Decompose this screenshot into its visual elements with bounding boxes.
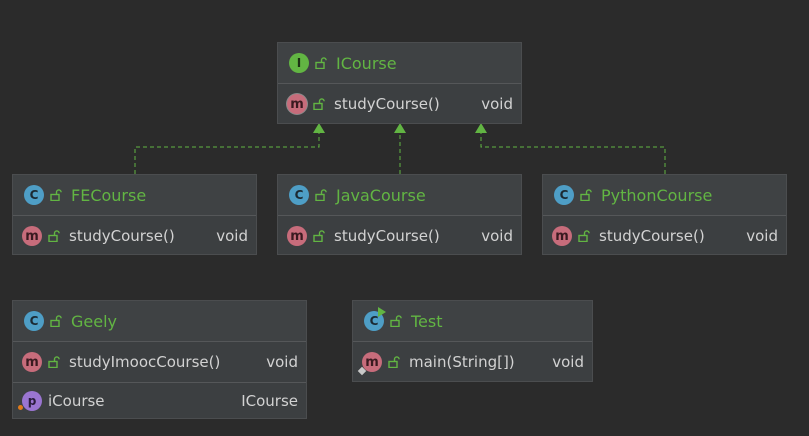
unlocked-lock-icon bbox=[390, 315, 402, 327]
arrowhead-pythoncourse bbox=[475, 123, 487, 133]
unlocked-lock-icon bbox=[315, 189, 327, 201]
field-type: ICourse bbox=[241, 391, 298, 410]
unlocked-lock-icon bbox=[580, 189, 592, 201]
unlocked-lock-icon bbox=[50, 315, 62, 327]
method-letter: m bbox=[365, 354, 379, 370]
node-geely-name: Geely bbox=[71, 311, 117, 331]
class-icon: C bbox=[554, 185, 574, 205]
unlocked-lock-icon bbox=[388, 356, 400, 368]
property-letter: p bbox=[27, 393, 37, 408]
private-dot-icon bbox=[18, 404, 23, 410]
node-icourse-name: ICourse bbox=[336, 53, 397, 73]
node-pythoncourse-method-row[interactable]: m studyCourse() void bbox=[543, 216, 786, 256]
realization-edge-pythoncourse bbox=[480, 127, 666, 174]
method-name: studyImoocCourse() bbox=[69, 353, 221, 371]
run-marker-icon bbox=[378, 307, 386, 317]
method-icon: m bbox=[552, 226, 572, 246]
node-test-header[interactable]: C Test bbox=[353, 301, 592, 342]
node-javacourse-name: JavaCourse bbox=[336, 185, 426, 205]
node-javacourse-method-row[interactable]: m studyCourse() void bbox=[278, 216, 521, 256]
node-geely-header[interactable]: C Geely bbox=[13, 301, 306, 342]
node-geely[interactable]: C Geely m studyImoocCourse() void p iCou… bbox=[12, 300, 307, 419]
node-geely-field-row[interactable]: p iCourse ICourse bbox=[13, 382, 306, 418]
method-return-type: void bbox=[552, 353, 584, 371]
method-return-type: void bbox=[216, 227, 248, 245]
node-javacourse-header[interactable]: C JavaCourse bbox=[278, 175, 521, 216]
node-pythoncourse[interactable]: C PythonCourse m studyCourse() void bbox=[542, 174, 787, 255]
abstract-method-icon: m bbox=[287, 94, 307, 114]
method-return-type: void bbox=[481, 95, 513, 113]
method-icon: m bbox=[22, 352, 42, 372]
node-geely-method-row[interactable]: m studyImoocCourse() void bbox=[13, 342, 306, 382]
node-fecourse[interactable]: C FECourse m studyCourse() void bbox=[12, 174, 257, 255]
class-letter: C bbox=[369, 314, 379, 328]
interface-icon: I bbox=[289, 53, 309, 73]
class-icon: C bbox=[24, 185, 44, 205]
class-icon: C bbox=[289, 185, 309, 205]
method-icon: m bbox=[22, 226, 42, 246]
node-fecourse-method-row[interactable]: m studyCourse() void bbox=[13, 216, 256, 256]
arrowhead-fecourse bbox=[313, 123, 325, 133]
runnable-class-icon: C bbox=[364, 307, 386, 331]
node-fecourse-header[interactable]: C FECourse bbox=[13, 175, 256, 216]
node-test[interactable]: C Test m main(String[]) void bbox=[352, 300, 593, 382]
node-pythoncourse-header[interactable]: C PythonCourse bbox=[543, 175, 786, 216]
method-name: studyCourse() bbox=[599, 227, 705, 245]
method-return-type: void bbox=[266, 353, 298, 371]
node-test-name: Test bbox=[411, 311, 443, 331]
realization-edge-fecourse bbox=[134, 127, 320, 174]
method-return-type: void bbox=[481, 227, 513, 245]
node-icourse-header[interactable]: I ICourse bbox=[278, 43, 521, 84]
unlocked-lock-icon bbox=[313, 98, 325, 110]
method-name: studyCourse() bbox=[69, 227, 175, 245]
unlocked-lock-icon bbox=[313, 230, 325, 242]
class-icon: C bbox=[24, 311, 44, 331]
method-name: studyCourse() bbox=[334, 227, 440, 245]
method-name: main(String[]) bbox=[409, 353, 515, 371]
unlocked-lock-icon bbox=[578, 230, 590, 242]
field-name: iCourse bbox=[48, 391, 105, 410]
node-test-method-row[interactable]: m main(String[]) void bbox=[353, 342, 592, 382]
node-fecourse-name: FECourse bbox=[71, 185, 147, 205]
arrowhead-javacourse bbox=[394, 123, 406, 133]
static-method-icon: m bbox=[357, 352, 382, 376]
method-name: studyCourse() bbox=[334, 95, 440, 113]
unlocked-lock-icon bbox=[315, 57, 327, 69]
method-icon: m bbox=[287, 226, 307, 246]
node-icourse[interactable]: I ICourse m studyCourse() void bbox=[277, 42, 522, 124]
unlocked-lock-icon bbox=[48, 356, 60, 368]
property-icon: p bbox=[18, 390, 42, 411]
unlocked-lock-icon bbox=[50, 189, 62, 201]
unlocked-lock-icon bbox=[48, 230, 60, 242]
node-javacourse[interactable]: C JavaCourse m studyCourse() void bbox=[277, 174, 522, 255]
node-pythoncourse-name: PythonCourse bbox=[601, 185, 713, 205]
method-return-type: void bbox=[746, 227, 778, 245]
node-icourse-method-row[interactable]: m studyCourse() void bbox=[278, 84, 521, 124]
